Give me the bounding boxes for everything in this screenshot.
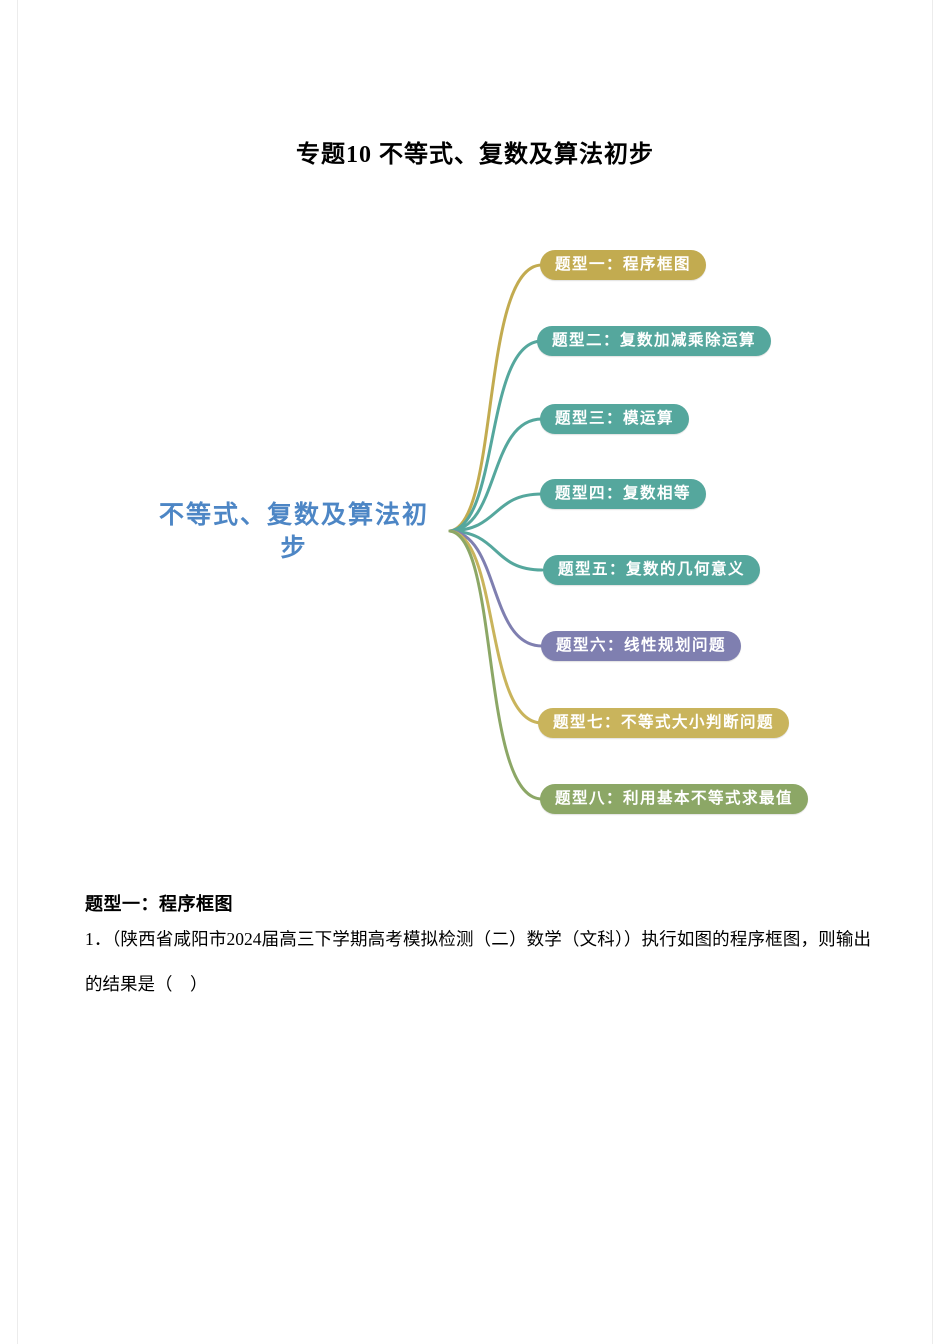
branch-link-5 xyxy=(448,529,544,572)
branch-link-6 xyxy=(448,529,544,648)
mindmap-branch-5: 题型五：复数的几何意义 xyxy=(543,555,761,585)
branch-link-3 xyxy=(448,417,544,533)
mindmap-root-label: 不等式、复数及算法初步 xyxy=(158,501,429,562)
mindmap-branch-7: 题型七：不等式大小判断问题 xyxy=(538,708,790,738)
branch-link-8 xyxy=(448,529,544,801)
mindmap-branch-1: 题型一：程序框图 xyxy=(540,250,707,280)
mindmap-branch-3: 题型三：模运算 xyxy=(540,404,690,434)
mindmap-diagram: 不等式、复数及算法初步 题型一：程序框图 题型二：复数加减乘除运算 题型三：模运… xyxy=(158,250,809,814)
branch-link-4 xyxy=(448,492,544,533)
section-heading: 题型一：程序框图 xyxy=(85,894,233,914)
branch-link-2 xyxy=(448,339,544,533)
branch-link-7 xyxy=(448,529,544,725)
mindmap-branch-2: 题型二：复数加减乘除运算 xyxy=(537,326,772,356)
doc-title: 专题10 不等式、复数及算法初步 xyxy=(296,142,654,168)
mindmap-branch-4: 题型四：复数相等 xyxy=(540,479,707,509)
mindmap-branch-8: 题型八：利用基本不等式求最值 xyxy=(540,784,809,814)
mindmap-branch-6: 题型六：线性规划问题 xyxy=(541,631,742,661)
branch-link-1 xyxy=(448,263,544,533)
question-text: 1．（陕西省咸阳市2024届高三下学期高考模拟检测（二）数学（文科））执行如图的… xyxy=(85,929,871,994)
mindmap-branch-links xyxy=(448,263,544,801)
